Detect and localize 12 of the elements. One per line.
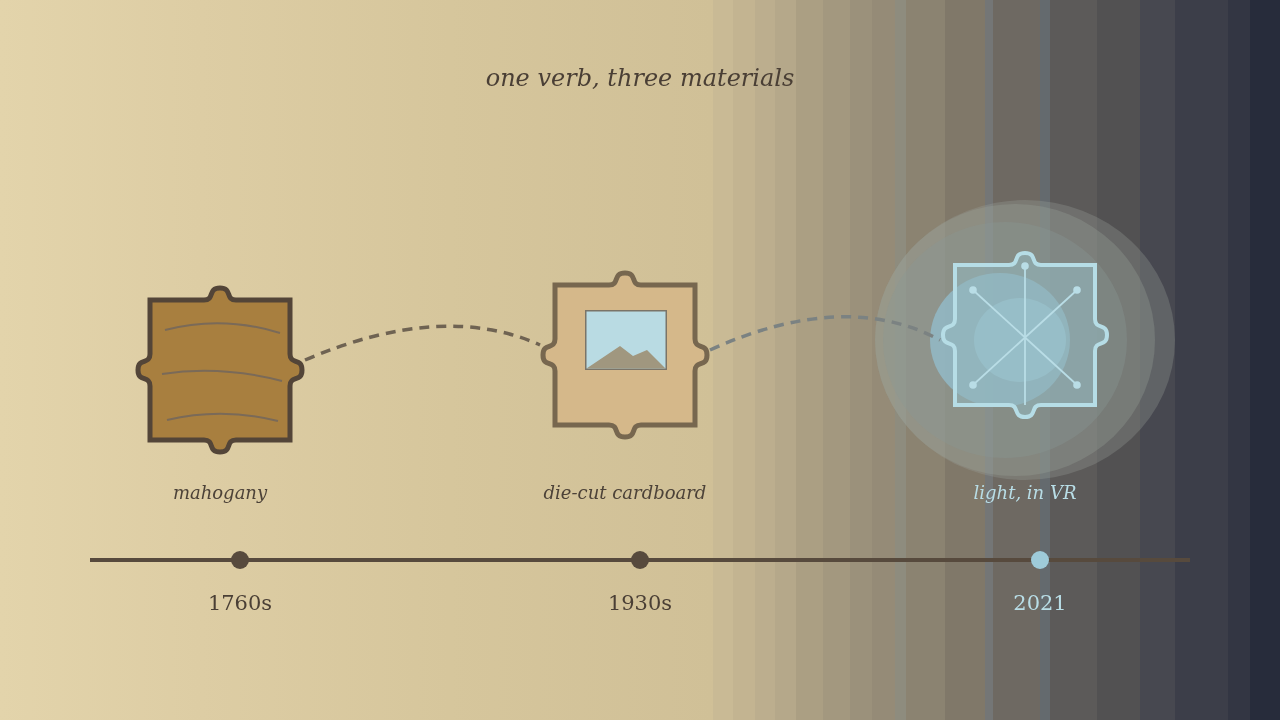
dashed-connector xyxy=(304,324,541,362)
node-label: mahogany xyxy=(172,482,268,504)
node-label: die-cut cardboard xyxy=(543,482,707,504)
year-label: 1930s xyxy=(607,591,673,617)
title: one verb, three materials xyxy=(485,64,795,93)
cardboard-frame xyxy=(540,270,710,440)
wood-panel xyxy=(135,285,305,455)
year-label: 1760s xyxy=(207,591,273,617)
node-label: light, in VR xyxy=(973,482,1077,504)
dashed-connector xyxy=(709,315,941,352)
glowing-frame xyxy=(940,250,1110,420)
year-label: 2021 xyxy=(1013,591,1067,617)
